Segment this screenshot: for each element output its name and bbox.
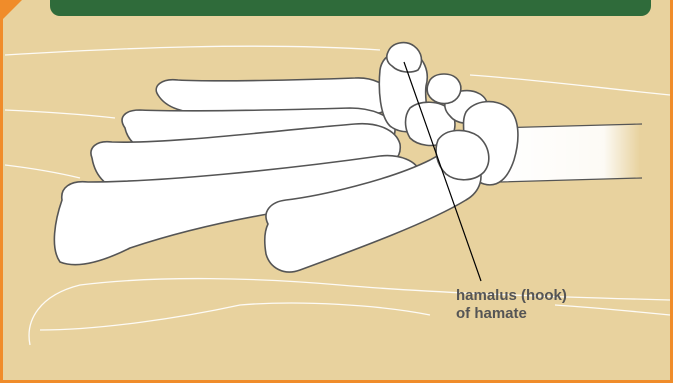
trapezoid-bone xyxy=(427,74,461,104)
trapezium-bone xyxy=(436,130,489,179)
bones xyxy=(54,43,518,272)
skin-contour-top xyxy=(5,46,380,55)
skin-contour-back xyxy=(470,75,670,95)
skin-contour-left xyxy=(5,110,115,118)
skin-contour-left2 xyxy=(5,165,80,178)
label-line-2: of hamate xyxy=(456,305,636,323)
hamulus-label: hamalus (hook) of hamate xyxy=(456,287,636,323)
skin-contour-palm xyxy=(40,303,430,330)
label-line-1: hamalus (hook) xyxy=(456,287,636,305)
